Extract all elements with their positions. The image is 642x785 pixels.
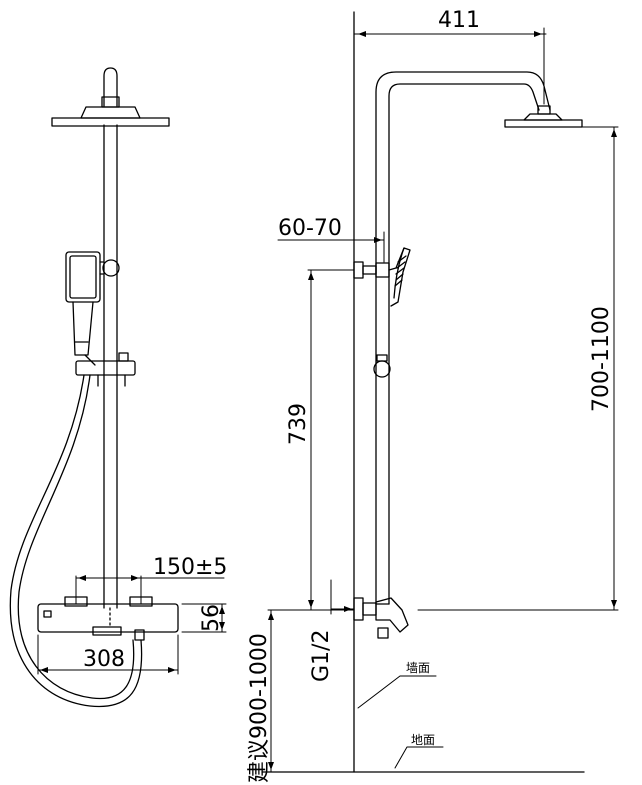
- dim-valve-width-label: 308: [83, 647, 125, 672]
- side-riser-and-arm: [375, 71, 551, 605]
- dim-valve-depth-label: 56: [199, 604, 224, 632]
- side-shower-head: [504, 105, 583, 128]
- front-shower-arm: [103, 67, 118, 107]
- front-hand-shower: [65, 251, 101, 366]
- front-shower-head: [51, 106, 170, 127]
- dim-install-height: [267, 609, 355, 773]
- front-thermostatic-mixer: [37, 596, 179, 641]
- floor-leader: [394, 746, 444, 769]
- dim-valve-width: [37, 634, 179, 675]
- side-wall-bracket-upper: [353, 261, 390, 279]
- dim-valve-centers-label: 150±5: [153, 555, 227, 580]
- dim-riser-height-label: 739: [286, 403, 311, 445]
- side-hand-shower: [388, 247, 411, 307]
- dimension-arrows: [40, 31, 617, 770]
- front-holder-knob: [99, 259, 120, 277]
- wall-label: 墙面: [406, 661, 430, 675]
- wall-leader: [357, 675, 437, 709]
- dim-wall-offset-label: 60-70: [278, 216, 342, 241]
- dim-riser-height: [307, 269, 355, 611]
- dim-head-height: [417, 126, 619, 611]
- dim-inlet-thread-label: G1/2: [309, 630, 334, 682]
- dim-arm-reach: [353, 27, 547, 105]
- dim-valve-centers: [75, 575, 225, 605]
- side-slider-collar: [376, 354, 388, 362]
- floor-label: 地面: [411, 733, 435, 747]
- front-view: [9, 67, 227, 708]
- side-view: [261, 11, 619, 773]
- dim-arm-reach-label: 411: [438, 8, 480, 33]
- side-mixer: [353, 597, 409, 639]
- dim-install-height-label: 建议900-1000: [247, 633, 272, 783]
- front-shower-hose: [9, 374, 143, 708]
- front-riser-pipe: [103, 124, 118, 609]
- dim-head-height-label: 700-1100: [589, 306, 614, 412]
- dim-wall-offset: [277, 231, 385, 263]
- front-diverter-block: [75, 352, 136, 387]
